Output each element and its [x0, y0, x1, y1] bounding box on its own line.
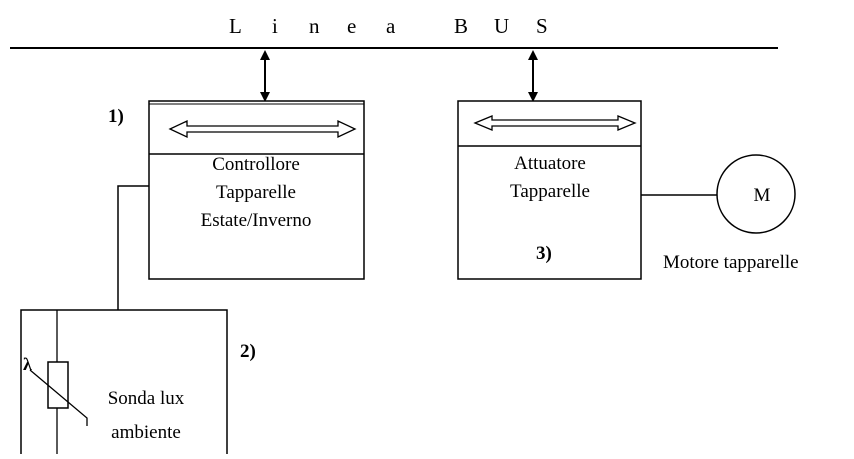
bus-letter: B	[454, 14, 468, 38]
actuator-label-line: Attuatore	[514, 153, 586, 174]
sensor-wire	[117, 185, 149, 310]
bus-letter: L	[229, 14, 242, 38]
sensor-box	[20, 309, 228, 454]
motor-symbol: M	[754, 185, 771, 206]
bus-letter: n	[309, 14, 320, 38]
controller-bus-interface-icon	[168, 119, 357, 139]
bus-letter: U	[494, 14, 509, 38]
bus-letter: a	[386, 14, 396, 38]
motor-circle	[716, 154, 796, 234]
sensor-number: 2)	[240, 341, 256, 362]
actuator-label-line: Tapparelle	[510, 181, 590, 202]
photoresistor-symbol	[47, 361, 69, 409]
sensor-label-line: ambiente	[111, 422, 181, 443]
motor: M Motore tapparelle	[663, 154, 799, 273]
sensor-block: 2) λ Sonda lux ambiente	[20, 309, 256, 454]
bus-letter: i	[272, 14, 278, 38]
actuator-number: 3)	[536, 243, 552, 264]
actuator-block: Attuatore Tapparelle 3)	[457, 100, 642, 280]
bus-title: L i n e a B U S	[229, 14, 548, 38]
actuator-box	[457, 100, 642, 280]
bus-letter: e	[347, 14, 356, 38]
bus-letter: S	[536, 14, 548, 38]
photoresistor-slash	[29, 369, 88, 426]
controller-block: 1) Controllore Tapparelle Estate/Inverno	[108, 100, 365, 280]
controller-number: 1)	[108, 106, 124, 127]
controller-label-line: Tapparelle	[216, 182, 296, 203]
motor-label: Motore tapparelle	[663, 252, 799, 273]
sensor-label-line: Sonda lux	[108, 388, 185, 409]
actuator-bus-interface-icon	[473, 115, 637, 131]
controller-label-line: Estate/Inverno	[201, 210, 312, 231]
controller-label-line: Controllore	[212, 154, 300, 175]
lambda-symbol: λ	[23, 354, 32, 374]
